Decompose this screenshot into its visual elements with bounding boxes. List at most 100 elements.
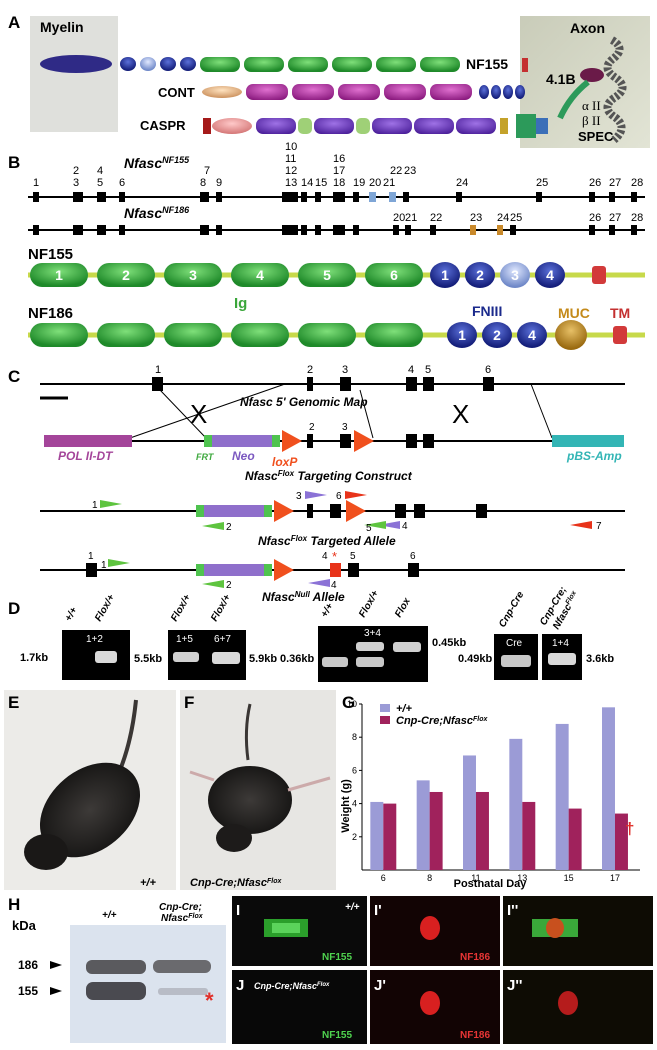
svg-text:28: 28	[631, 177, 643, 189]
legend-swatch-wt	[380, 704, 390, 712]
svg-text:18: 18	[333, 177, 345, 189]
svg-text:5.5kb: 5.5kb	[134, 653, 162, 665]
mouse-ko	[208, 766, 292, 834]
loxp-site	[282, 430, 302, 452]
panel-d-letter: D	[8, 599, 20, 618]
svg-text:0.49kb: 0.49kb	[458, 653, 493, 665]
svg-text:1: 1	[101, 560, 107, 571]
svg-text:3: 3	[342, 364, 348, 376]
chart-bar-wt-day-17	[602, 707, 615, 870]
loxp-label: loxP	[272, 455, 298, 469]
svg-text:2: 2	[307, 364, 313, 376]
legend-label-ko: Cnp-Cre;NfascFlox	[396, 715, 489, 727]
map1-exons	[33, 192, 637, 202]
genomic-map-label: Nfasc 5' Genomic Map	[240, 395, 368, 409]
panel-e-letter: E	[8, 693, 19, 712]
svg-text:20: 20	[393, 212, 405, 224]
legend-swatch-ko	[380, 716, 390, 724]
svg-text:22: 22	[430, 212, 442, 224]
map2-exons	[33, 225, 637, 235]
axon-label: Axon	[570, 20, 605, 36]
panel-f-letter: F	[184, 693, 194, 712]
nf186-domain-numbers: 1 2 4	[458, 327, 536, 343]
chart-bar-wt-day-8	[416, 780, 430, 870]
chart-x-tick-label: 15	[564, 873, 574, 883]
svg-text:9: 9	[216, 177, 222, 189]
spectrin-label: SPEC	[578, 129, 614, 144]
svg-text:3: 3	[342, 422, 348, 433]
svg-text:6: 6	[390, 267, 398, 283]
chart-x-tick-label: 11	[471, 873, 480, 883]
nf186-label: NF186	[28, 305, 73, 322]
chart-bar-ko-day-11	[475, 791, 489, 870]
spectrin-shape	[603, 36, 627, 144]
svg-text:1: 1	[55, 267, 63, 283]
svg-text:I': I'	[374, 902, 382, 919]
chart-y-tick-label: 4	[352, 799, 357, 809]
myelin-label: Myelin	[40, 19, 84, 35]
chart-y-tick-label: 2	[352, 832, 357, 842]
svg-text:1+2: 1+2	[86, 634, 103, 645]
primer-3	[305, 491, 327, 499]
svg-text:6: 6	[485, 364, 491, 376]
spectrin-beta: β II	[582, 113, 601, 128]
svg-text:1: 1	[88, 551, 94, 562]
svg-text:4: 4	[408, 364, 414, 376]
primer-6	[345, 491, 367, 499]
chart-x-tick-label: 13	[517, 873, 527, 883]
panel-a: A Myelin Axon NF155 CONT CASPR	[8, 13, 650, 148]
targeted-label: NfascFlox Targeted Allele	[258, 534, 396, 549]
spectrin-alpha: α II	[582, 98, 601, 113]
svg-text:5: 5	[323, 267, 331, 283]
svg-text:3: 3	[189, 267, 197, 283]
svg-text:3: 3	[73, 177, 79, 189]
svg-text:3: 3	[511, 267, 519, 283]
neo-label: Neo	[232, 449, 255, 463]
primer-4	[378, 521, 400, 529]
chart-y-tick-label: 10	[347, 699, 357, 709]
svg-text:2: 2	[226, 522, 232, 533]
svg-text:NF155: NF155	[322, 952, 352, 963]
svg-text:5: 5	[425, 364, 431, 376]
svg-text:Cnp-Cre: Cnp-Cre	[497, 589, 526, 629]
svg-text:10: 10	[285, 141, 297, 153]
image-j-double-prime	[503, 970, 653, 1044]
svg-text:J: J	[236, 977, 244, 994]
panel-h-letter: H	[8, 895, 20, 914]
panel-j-genotype: Cnp-Cre;NfascFlox	[254, 981, 330, 991]
panel-c-letter: C	[8, 367, 20, 386]
svg-text:4: 4	[528, 327, 536, 343]
primer-1	[100, 500, 122, 508]
svg-text:13: 13	[285, 177, 297, 189]
panel-g-letter: G	[342, 693, 355, 712]
svg-text:21: 21	[383, 177, 395, 189]
tm-label: TM	[610, 305, 630, 321]
svg-text:+/+: +/+	[345, 902, 360, 913]
null-label: NfascNull Allele	[262, 590, 345, 605]
svg-text:Flox/+: Flox/+	[357, 589, 381, 620]
map2-label: NfascNF186	[124, 205, 190, 221]
svg-text:1+4: 1+4	[552, 638, 569, 649]
svg-text:4: 4	[97, 165, 103, 177]
svg-text:8: 8	[200, 177, 206, 189]
nf186-domains	[30, 320, 627, 350]
svg-text:2: 2	[226, 580, 232, 591]
chart-bar-wt-day-13	[509, 738, 523, 870]
muc-label: MUC	[558, 305, 590, 321]
chart-y-tick-label: 8	[352, 732, 357, 742]
svg-text:Flox/+: Flox/+	[209, 593, 233, 624]
svg-text:26: 26	[589, 212, 601, 224]
svg-text:J': J'	[374, 977, 386, 994]
svg-text:NF186: NF186	[460, 1030, 490, 1041]
svg-text:21: 21	[405, 212, 417, 224]
panel-ij: I I' I'' +/+ NF155 NF186 J J' J'' Cnp-Cr…	[232, 896, 653, 1044]
chart-bar-wt-day-11	[463, 755, 476, 870]
svg-text:1: 1	[92, 500, 98, 511]
death-dagger: †	[625, 819, 634, 838]
svg-text:3+4: 3+4	[364, 628, 381, 639]
map1-label: NfascNF155	[124, 155, 190, 171]
pol2dt-cassette	[44, 435, 132, 447]
wb-lane-ko: Cnp-Cre;	[159, 902, 202, 913]
